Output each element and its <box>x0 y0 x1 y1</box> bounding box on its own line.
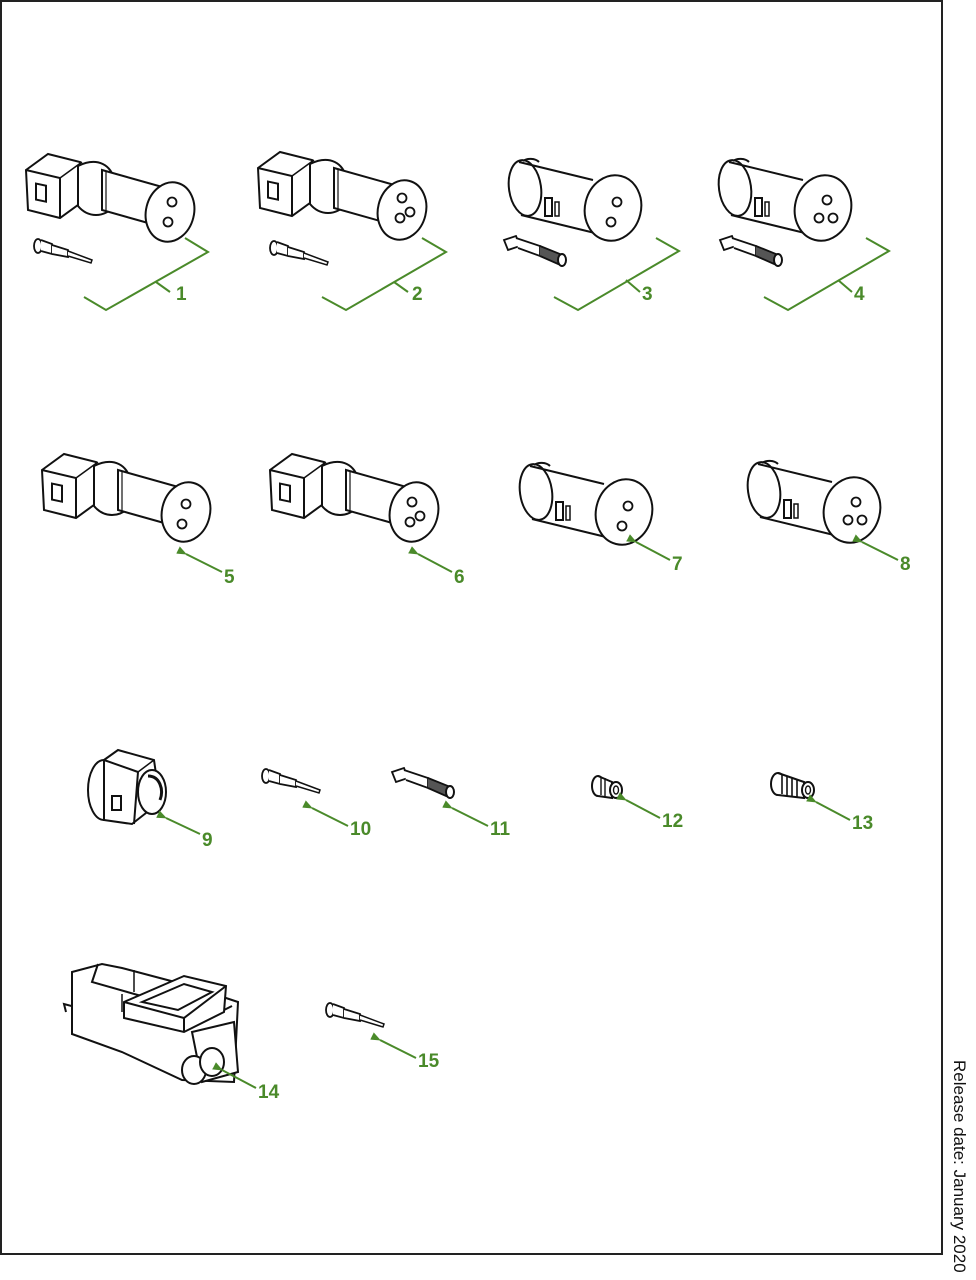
callout-14: 14 <box>258 1082 280 1103</box>
part-1-pin <box>33 235 93 264</box>
part-7-cylinder-2way <box>515 461 661 552</box>
release-date-label: Release date: January 2020 <box>950 1060 969 1273</box>
part-8-cylinder-3way <box>743 459 889 550</box>
part-2-pin <box>269 237 329 266</box>
leader-13 <box>806 794 851 821</box>
callout-10: 10 <box>350 819 371 840</box>
part-3-socket <box>503 235 567 267</box>
part-2-bracket <box>321 237 448 312</box>
leader-9 <box>156 810 201 835</box>
callout-11: 11 <box>490 819 511 840</box>
leader-7 <box>626 534 671 561</box>
callout-9: 9 <box>202 830 213 851</box>
part-11-socket-terminal <box>391 767 455 799</box>
drawing-frame <box>0 0 943 1255</box>
part-14-weatherproof-housing <box>62 962 240 1085</box>
callout-5: 5 <box>224 567 235 588</box>
callout-13: 13 <box>852 813 873 834</box>
part-1-bracket <box>83 237 210 312</box>
part-5-housing-2way <box>41 453 218 548</box>
leader-8 <box>852 534 899 561</box>
leader-6 <box>408 546 453 573</box>
release-date-text: Release date: January 2020 <box>950 1060 969 1273</box>
callout-4: 4 <box>854 284 865 305</box>
leader-11 <box>442 800 489 827</box>
callout-12: 12 <box>662 811 683 832</box>
leader-10 <box>302 800 349 827</box>
part-4-connector-3way <box>714 157 860 248</box>
part-3-bracket <box>553 237 682 312</box>
callout-1: 1 <box>176 284 187 305</box>
part-4-socket <box>719 235 783 267</box>
part-15-pin-terminal <box>325 999 385 1028</box>
callout-8: 8 <box>900 554 911 575</box>
callout-15: 15 <box>418 1051 440 1072</box>
part-10-pin-terminal <box>261 765 321 794</box>
part-1-connector-2way <box>25 153 202 248</box>
leader-14 <box>212 1062 257 1089</box>
leader-5 <box>176 546 223 573</box>
part-9-lock-housing <box>87 748 167 826</box>
part-3-connector-2way <box>504 157 650 248</box>
part-13-wire-seal <box>770 772 815 799</box>
callout-2: 2 <box>412 284 423 305</box>
callout-6: 6 <box>454 567 465 588</box>
callout-7: 7 <box>672 554 683 575</box>
part-2-connector-3way <box>257 151 434 246</box>
leader-15 <box>370 1032 417 1059</box>
leader-12 <box>616 792 661 819</box>
part-6-housing-3way <box>269 453 446 548</box>
callout-3: 3 <box>642 284 653 305</box>
part-4-bracket <box>763 237 892 312</box>
part-12-wire-seal <box>591 775 623 799</box>
